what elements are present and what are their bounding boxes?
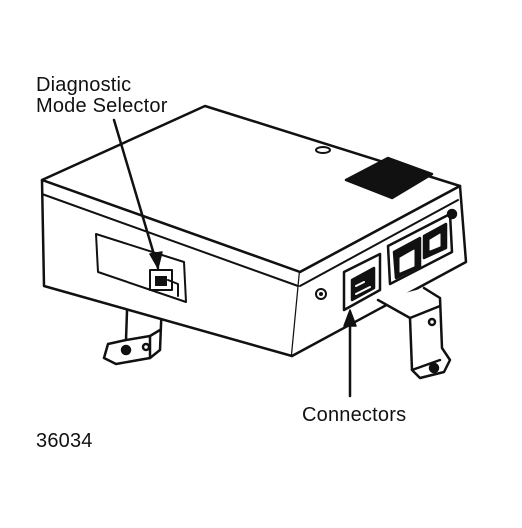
connectors-label: Connectors [302,404,407,426]
diagnostic-mode-selector-label-line2: Mode Selector [36,95,168,117]
figure-number: 36034 [36,430,93,452]
right-mounting-bracket [376,286,452,380]
diagnostic-mode-selector-label-line1: Diagnostic [36,74,132,96]
control-unit-box [40,104,468,358]
diagnostic-leader-arrow [112,118,163,270]
connector-sockets [315,208,458,312]
connectors-leader-arrow [343,309,357,398]
